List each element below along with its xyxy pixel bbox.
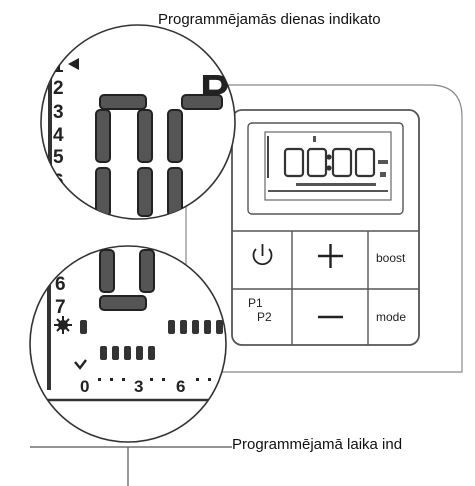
day-indicator-caption: Programmējamās dienas indikato	[158, 11, 381, 28]
sun-icon	[54, 316, 72, 334]
svg-text:2: 2	[53, 78, 64, 99]
svg-text:0: 0	[80, 377, 89, 396]
svg-text:3: 3	[53, 102, 64, 123]
mode-button[interactable]: mode	[376, 310, 407, 324]
svg-text:5: 5	[53, 147, 64, 168]
svg-text:6: 6	[55, 274, 66, 295]
zoom-top-day-digits: 12 3 45 67	[53, 56, 64, 214]
zoom-bottom-hour-scale: 0 3 6	[80, 377, 185, 396]
svg-text:4: 4	[53, 125, 64, 146]
lcd-time-display	[283, 147, 376, 178]
svg-text:6: 6	[176, 377, 185, 396]
svg-text:1: 1	[53, 56, 64, 77]
zoom-top-big-segments	[95, 94, 223, 217]
program-label-1[interactable]: P1	[248, 296, 263, 310]
program-label-2[interactable]: P2	[257, 310, 272, 324]
zoom-bottom-program-bars	[80, 320, 223, 360]
boost-button[interactable]: boost	[376, 251, 406, 265]
svg-text:7: 7	[55, 297, 66, 318]
svg-text:3: 3	[134, 377, 143, 396]
lcd-tiny-segments	[268, 136, 388, 192]
lcd-small-digits	[267, 136, 269, 178]
power-icon	[252, 244, 273, 266]
zoom-circle-bottom	[29, 245, 227, 443]
zoom-bottom-day-digits: 67	[55, 274, 66, 318]
time-indicator-caption: Programmējamā laika ind	[232, 436, 403, 453]
svg-text:7: 7	[53, 193, 64, 214]
plus-icon	[318, 244, 343, 268]
svg-text:6: 6	[53, 171, 64, 192]
triangle-left-icon	[68, 58, 79, 70]
